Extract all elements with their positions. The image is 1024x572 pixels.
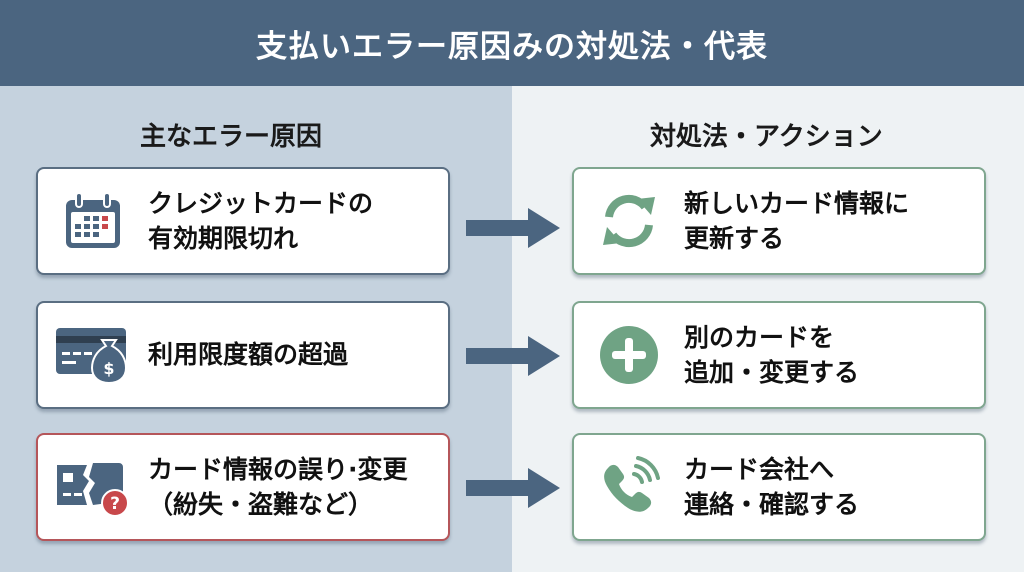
cause-card-expired: クレジットカードの 有効期限切れ [36, 167, 450, 275]
action-text: 新しいカード情報に 更新する [684, 186, 909, 257]
causes-column-title: 主なエラー原因 [140, 122, 323, 152]
svg-text:$: $ [103, 359, 114, 378]
arrow-right-icon [466, 208, 560, 248]
cause-text: カード情報の誤り·変更 （紛失・盗難など） [148, 452, 408, 523]
action-text: 別のカードを 追加・変更する [684, 320, 859, 391]
cause-text-line: （紛失・盗難など） [148, 490, 374, 519]
broken-card-question-icon: ? [38, 435, 148, 539]
action-text: カード会社へ 連絡・確認する [684, 452, 859, 523]
phone-call-icon [574, 435, 684, 539]
cause-card-limit-exceeded: $ 利用限度額の超過 [36, 301, 450, 409]
cause-text: クレジットカードの 有効期限切れ [148, 186, 373, 257]
page-title: 支払いエラー原因みの対処法・代表 [256, 28, 768, 65]
cause-text-line: 利用限度額の超過 [148, 340, 349, 370]
action-text-line: カード会社へ [684, 454, 835, 484]
action-card-contact-issuer: カード会社へ 連絡・確認する [572, 433, 986, 541]
cause-text-line: 有効期限切れ [148, 224, 299, 253]
cause-card-info-error: ? カード情報の誤り·変更 （紛失・盗難など） [36, 433, 450, 541]
arrow-right-icon [466, 468, 560, 508]
refresh-icon [574, 169, 684, 273]
action-text-line: 別のカードを [684, 322, 835, 352]
credit-card-money-bag-icon: $ [38, 303, 148, 407]
cause-text-line: カード情報の誤り·変更 [148, 454, 408, 484]
plus-circle-icon [574, 303, 684, 407]
cause-text: 利用限度額の超過 [148, 337, 348, 373]
action-text-line: 更新する [684, 224, 785, 253]
header-banner: 支払いエラー原因みの対処法・代表 [0, 0, 1024, 86]
action-card-add-card: 別のカードを 追加・変更する [572, 301, 986, 409]
action-text-line: 新しいカード情報に [684, 188, 910, 218]
action-text-line: 連絡・確認する [684, 490, 860, 519]
action-card-update-card: 新しいカード情報に 更新する [572, 167, 986, 275]
svg-text:?: ? [110, 494, 120, 514]
cause-text-line: クレジットカードの [148, 188, 374, 218]
action-text-line: 追加・変更する [684, 358, 860, 387]
arrow-right-icon [466, 336, 560, 376]
calendar-icon [38, 169, 148, 273]
actions-column-title: 対処法・アクション [650, 122, 883, 152]
